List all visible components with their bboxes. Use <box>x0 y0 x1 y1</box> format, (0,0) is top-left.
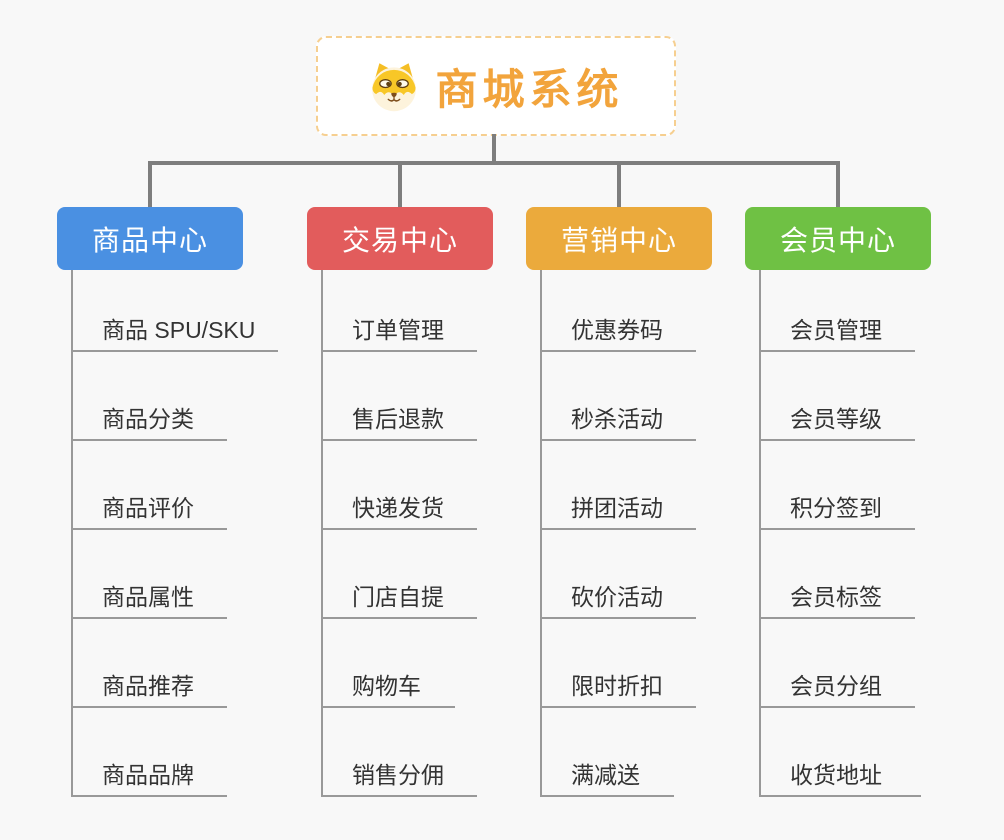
root-title: 商城系统 <box>435 65 624 113</box>
sub-topic-item[interactable]: 砍价活动 <box>542 530 696 619</box>
branch-header-marketing-center[interactable]: 营销中心 <box>526 207 712 270</box>
sub-topic-item[interactable]: 商品评价 <box>73 441 227 530</box>
sub-topic-item[interactable]: 收货地址 <box>761 708 921 797</box>
sub-topic-item[interactable]: 商品品牌 <box>73 708 227 797</box>
sub-topic-item[interactable]: 会员管理 <box>761 270 915 352</box>
branch-column-product: 商品 SPU/SKU 商品分类 商品评价 商品属性 商品推荐 商品品牌 <box>71 270 278 797</box>
branch-column-trade: 订单管理 售后退款 快递发货 门店自提 购物车 销售分佣 <box>321 270 477 797</box>
sub-topic-item[interactable]: 订单管理 <box>323 270 477 352</box>
connector-drop-member <box>836 161 840 208</box>
branch-header-member-center[interactable]: 会员中心 <box>745 207 931 270</box>
sub-topic-item[interactable]: 会员标签 <box>761 530 915 619</box>
sub-topic-item[interactable]: 积分签到 <box>761 441 915 530</box>
sub-topic-item[interactable]: 商品推荐 <box>73 619 227 708</box>
sub-topic-item[interactable]: 拼团活动 <box>542 441 696 530</box>
sub-topic-item[interactable]: 限时折扣 <box>542 619 696 708</box>
connector-horizontal-bus <box>148 161 840 165</box>
sub-topic-item[interactable]: 会员分组 <box>761 619 915 708</box>
sub-topic-item[interactable]: 快递发货 <box>323 441 477 530</box>
sub-topic-item[interactable]: 商品属性 <box>73 530 227 619</box>
sub-topic-item[interactable]: 售后退款 <box>323 352 477 441</box>
sub-topic-item[interactable]: 门店自提 <box>323 530 477 619</box>
connector-drop-marketing <box>617 161 621 208</box>
branch-header-product-center[interactable]: 商品中心 <box>57 207 243 270</box>
sub-topic-item[interactable]: 购物车 <box>323 619 455 708</box>
branch-header-trade-center[interactable]: 交易中心 <box>307 207 493 270</box>
connector-drop-trade <box>398 161 402 208</box>
sub-topic-item[interactable]: 销售分佣 <box>323 708 477 797</box>
sub-topic-item[interactable]: 满减送 <box>542 708 674 797</box>
sub-topic-item[interactable]: 商品 SPU/SKU <box>73 270 278 352</box>
sub-topic-item[interactable]: 优惠券码 <box>542 270 696 352</box>
root-node[interactable]: 商城系统 <box>316 36 676 136</box>
sub-topic-item[interactable]: 秒杀活动 <box>542 352 696 441</box>
branch-column-marketing: 优惠券码 秒杀活动 拼团活动 砍价活动 限时折扣 满减送 <box>540 270 696 797</box>
connector-drop-product <box>148 161 152 208</box>
connector-root-drop <box>492 134 496 165</box>
sub-topic-item[interactable]: 会员等级 <box>761 352 915 441</box>
dog-face-icon <box>368 60 420 112</box>
sub-topic-item[interactable]: 商品分类 <box>73 352 227 441</box>
branch-column-member: 会员管理 会员等级 积分签到 会员标签 会员分组 收货地址 <box>759 270 921 797</box>
